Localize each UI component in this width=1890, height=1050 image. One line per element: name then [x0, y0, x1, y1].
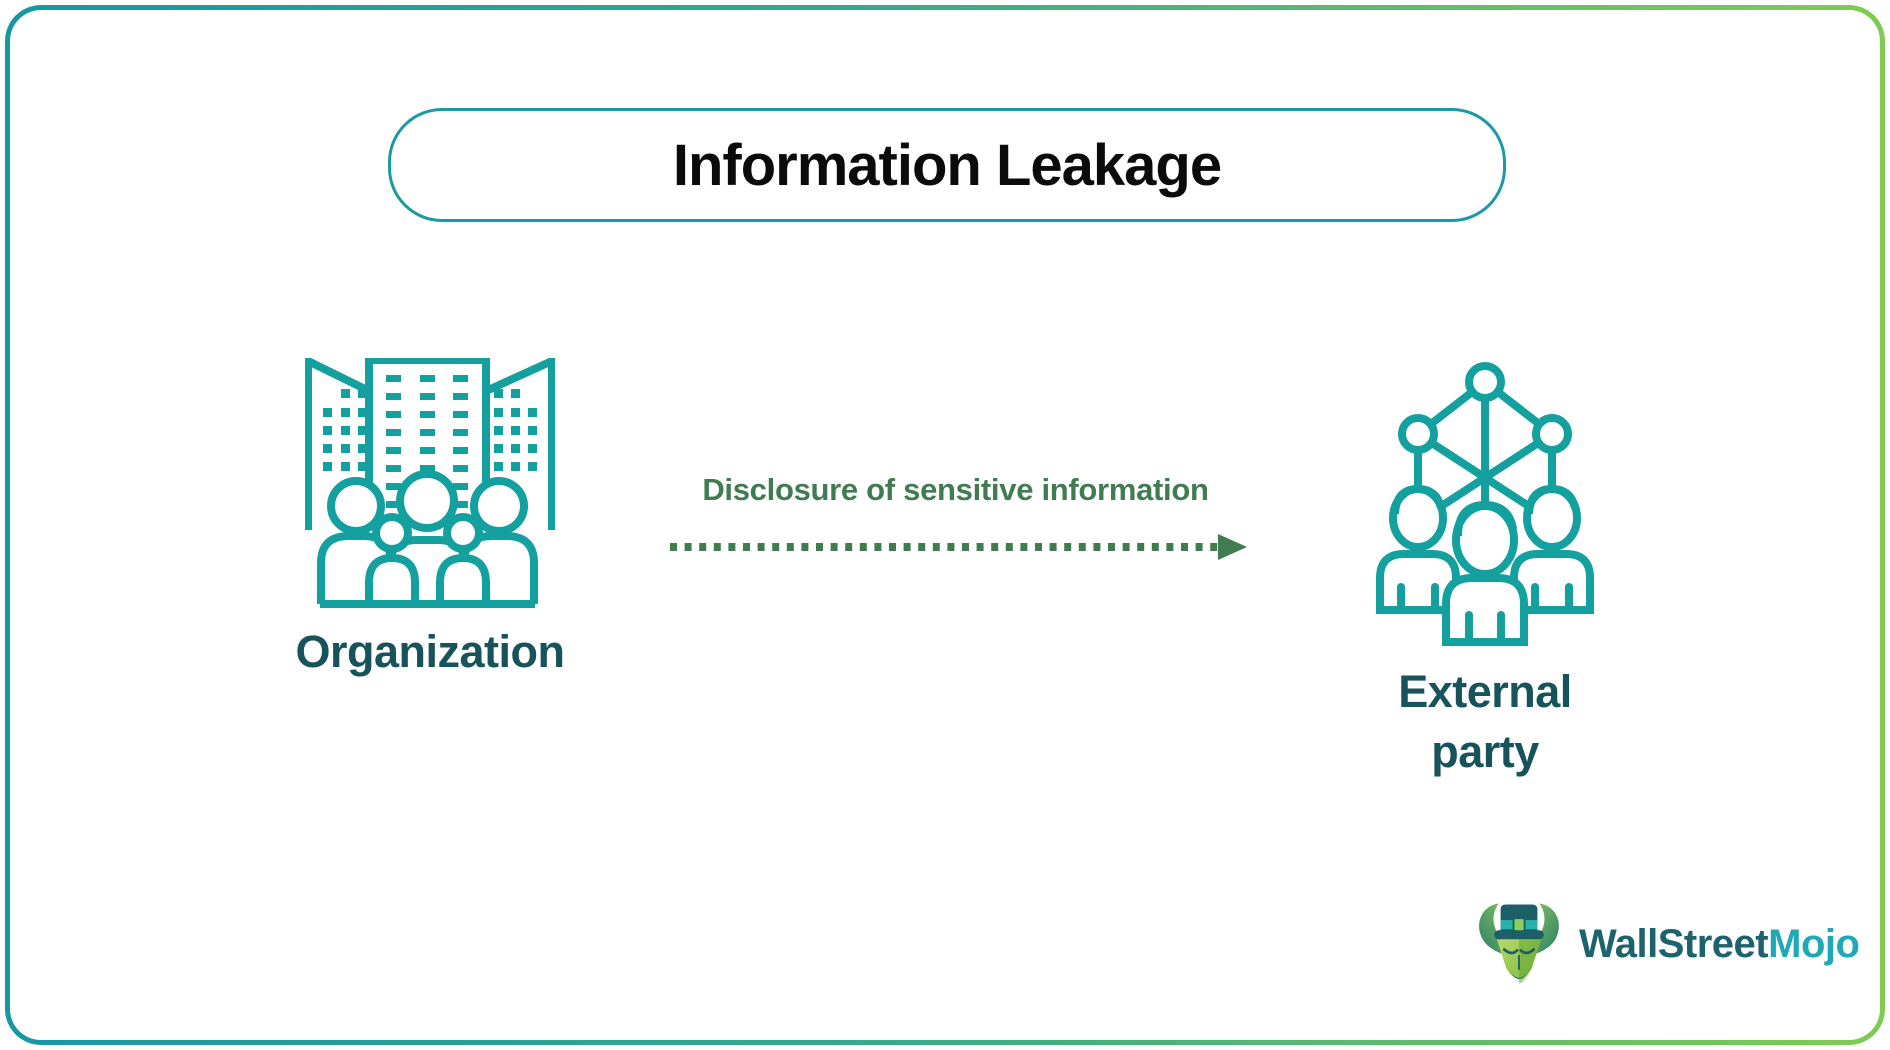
title-box: Information Leakage	[388, 108, 1506, 222]
brand-text-primary: WallStreet	[1579, 921, 1769, 966]
source-node-label: Organization	[295, 626, 565, 677]
brand-text-accent: Mojo	[1768, 921, 1860, 966]
bull-mascot-icon	[1479, 903, 1559, 984]
target-node-label-line1: External	[1398, 666, 1572, 717]
page-title: Information Leakage	[672, 132, 1222, 198]
brand-wordmark: WallStreetMojo	[1579, 921, 1860, 967]
source-node-organization: Organization	[270, 358, 590, 682]
network-people-icon	[1376, 362, 1594, 646]
arrow-caption: Disclosure of sensitive information	[702, 472, 1209, 507]
target-node-label: External party	[1398, 662, 1572, 782]
wallstreetmojo-logo: WallStreetMojo	[1473, 896, 1860, 992]
organization-buildings-people-icon	[305, 358, 555, 608]
target-node-external-party: External party	[1364, 356, 1606, 782]
dotted-flow-arrow-icon	[670, 534, 1247, 560]
target-node-label-line2: party	[1431, 726, 1539, 777]
